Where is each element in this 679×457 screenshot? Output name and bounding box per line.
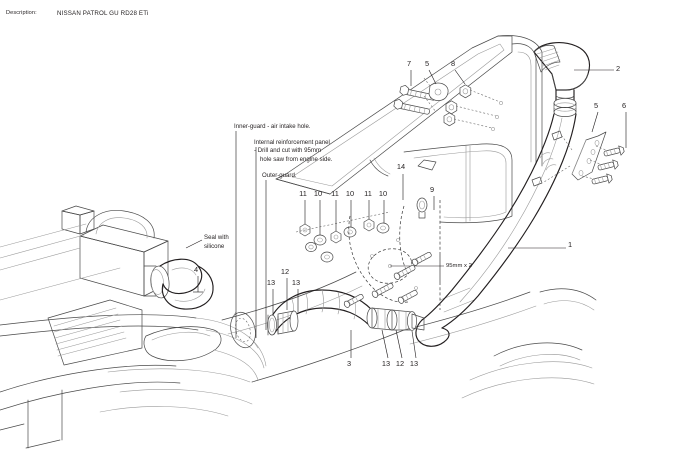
part-callout-5: 5 bbox=[424, 59, 430, 68]
part-callout-1: 1 bbox=[567, 240, 573, 249]
screw-hardware-group bbox=[343, 197, 432, 308]
part-callout-4: 4 bbox=[193, 265, 199, 274]
note-reinforcement-line-2: - Drill and cut with 95mm bbox=[254, 147, 322, 155]
note-outer-guard: Outer-guard. bbox=[262, 172, 297, 179]
part-callout-14: 14 bbox=[396, 162, 406, 171]
part-callout-8: 8 bbox=[450, 59, 456, 68]
note-seal-line-1: Seal with bbox=[204, 234, 229, 241]
note-reinforcement-line-1: Internal reinforcement panel bbox=[254, 139, 330, 146]
mounting-bracket-group bbox=[543, 131, 625, 185]
hole-cut-detail bbox=[348, 200, 444, 310]
vehicle-front-illustration bbox=[0, 205, 405, 449]
top-bolt-cluster bbox=[393, 77, 503, 131]
description-label: Description: bbox=[6, 10, 37, 16]
note-seal-with-silicone: Seal with silicone bbox=[204, 234, 229, 251]
part-callout-10: 10 bbox=[345, 189, 355, 198]
part-callout-10: 10 bbox=[313, 189, 323, 198]
vehicle-model-title: NISSAN PATROL GU RD28 ETi bbox=[57, 10, 149, 17]
part-callout-10: 10 bbox=[378, 189, 388, 198]
part-callout-2: 2 bbox=[615, 64, 621, 73]
callout-leader-lines bbox=[185, 69, 627, 359]
note-seal-line-2: silicone bbox=[204, 242, 225, 250]
note-inner-guard: Inner-guard - air intake hole. bbox=[234, 123, 311, 130]
part-callout-7: 7 bbox=[406, 59, 412, 68]
snorkel-assembly bbox=[415, 42, 591, 347]
part-callout-12: 12 bbox=[395, 359, 405, 368]
part-callout-13: 13 bbox=[291, 278, 301, 287]
part-callout-13: 13 bbox=[409, 359, 419, 368]
note-reinforcement-line-3: hole saw from engine side. bbox=[260, 155, 333, 163]
part-callout-5: 5 bbox=[593, 101, 599, 110]
part-callout-13: 13 bbox=[381, 359, 391, 368]
intake-hose-assembly bbox=[267, 289, 425, 336]
part-callout-12: 12 bbox=[280, 267, 290, 276]
part-callout-11: 11 bbox=[364, 189, 372, 198]
part-callout-9: 9 bbox=[429, 185, 435, 194]
part-callout-3: 3 bbox=[346, 359, 352, 368]
washer-nut-hardware-row bbox=[295, 211, 391, 263]
part-callout-11: 11 bbox=[299, 189, 307, 198]
part-callout-6: 6 bbox=[621, 101, 627, 110]
part-callout-11: 11 bbox=[331, 189, 339, 198]
note-reinforcement-panel: Internal reinforcement panel - Drill and… bbox=[254, 139, 333, 164]
note-hole-size: 95mm x 2 bbox=[446, 263, 472, 269]
part-callout-13: 13 bbox=[266, 278, 276, 287]
